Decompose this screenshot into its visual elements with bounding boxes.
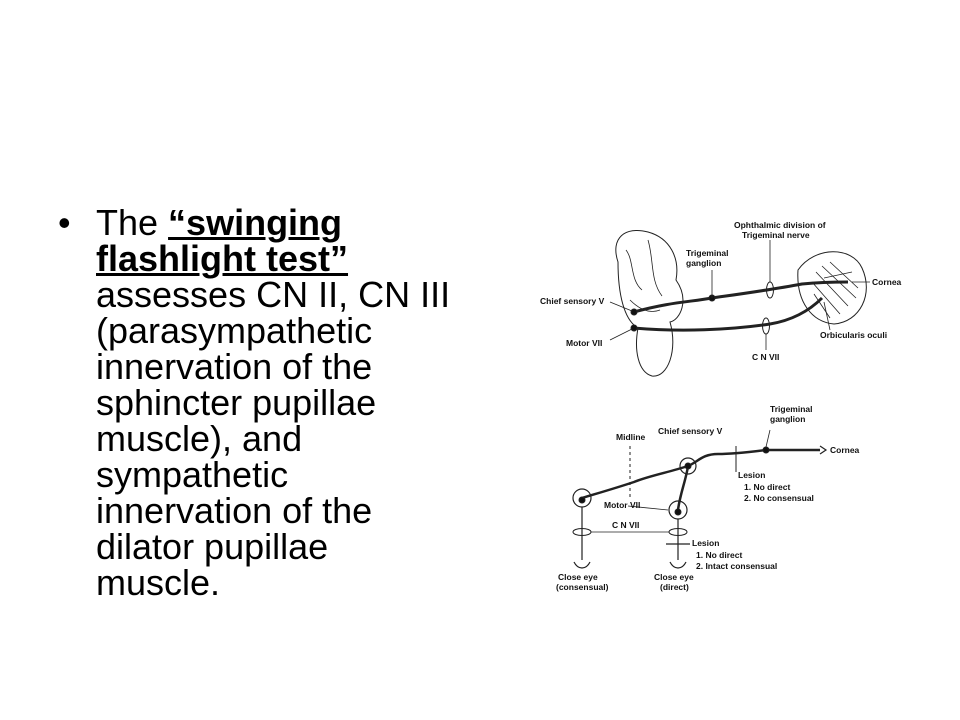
lesion-schematic — [572, 429, 828, 569]
cornea-arrow — [819, 445, 828, 455]
label-lesion-b: Lesion — [692, 538, 719, 548]
reflex-diagram: Ophthalmic division of Trigeminal nerve … — [530, 210, 910, 605]
bullet-list: • The “swinging flashlight test” assesse… — [58, 205, 458, 601]
label-ganglion-2: ganglion — [686, 258, 721, 268]
label-motor-vii-b: Motor VII — [604, 500, 640, 510]
sensory-pathway — [633, 280, 849, 314]
eye-outline — [797, 251, 867, 325]
label-close-eye-consensual-2: (consensual) — [556, 582, 609, 592]
leader-chief — [609, 301, 633, 312]
label-cornea-b: Cornea — [830, 445, 860, 455]
label-chief-sensory-b: Chief sensory V — [658, 426, 723, 436]
label-close-eye-direct-2: (direct) — [660, 582, 689, 592]
label-orbicularis: Orbicularis oculi — [820, 330, 887, 340]
brainstem-detail — [625, 239, 663, 312]
chief-sensory-dot — [684, 462, 692, 470]
bullet-text-prefix: The — [96, 202, 169, 243]
bullet-icon: • — [58, 202, 71, 243]
motor-vii-right-dot — [674, 508, 682, 516]
motor-vii-nucleus — [630, 324, 638, 332]
label-chief-sensory: Chief sensory V — [540, 296, 605, 306]
label-lesion-b-2: 2. Intact consensual — [696, 561, 777, 571]
label-trigeminal-b-2: ganglion — [770, 414, 805, 424]
motor-pathway — [633, 296, 824, 332]
label-trigeminal-b-1: Trigeminal — [770, 404, 813, 414]
label-lesion-a-2: 2. No consensual — [744, 493, 814, 503]
label-cn-vii: C N VII — [752, 352, 779, 362]
label-close-eye-consensual-1: Close eye — [558, 572, 598, 582]
leader-orbicularis — [823, 301, 831, 331]
label-ophthalmic-2: Trigeminal nerve — [742, 230, 810, 240]
anatomical-pathway-diagram — [609, 230, 870, 377]
leader-motor-b — [627, 505, 669, 511]
sensory-branch — [676, 465, 690, 511]
label-ganglion-1: Trigeminal — [686, 248, 729, 258]
label-lesion-a-1: 1. No direct — [744, 482, 790, 492]
trigeminal-ganglion-dot-b — [762, 446, 770, 454]
leader-motor — [609, 328, 633, 341]
chief-sensory-nucleus — [630, 308, 638, 316]
label-lesion-a: Lesion — [738, 470, 765, 480]
bullet-text-rest: assesses CN II, CN III (parasympathetic … — [96, 274, 451, 603]
motor-vii-left-dot — [578, 496, 586, 504]
eye-symbol-consensual — [573, 561, 591, 569]
eye-detail — [811, 261, 859, 319]
label-midline: Midline — [616, 432, 646, 442]
leader-ganglion-b — [765, 429, 771, 448]
label-cornea: Cornea — [872, 277, 902, 287]
bullet-text-emphasis: “swinging flashlight test” — [96, 202, 349, 279]
label-ophthalmic-1: Ophthalmic division of — [734, 220, 826, 230]
label-cn-vii-b: C N VII — [612, 520, 639, 530]
label-close-eye-direct-1: Close eye — [654, 572, 694, 582]
label-lesion-b-1: 1. No direct — [696, 550, 742, 560]
label-motor-vii: Motor VII — [566, 338, 602, 348]
eye-symbol-direct — [669, 561, 687, 569]
chief-sensory-circle — [679, 457, 697, 475]
bullet-item: • The “swinging flashlight test” assesse… — [58, 205, 458, 601]
corneal-reflex-diagram: Ophthalmic division of Trigeminal nerve … — [540, 220, 902, 592]
